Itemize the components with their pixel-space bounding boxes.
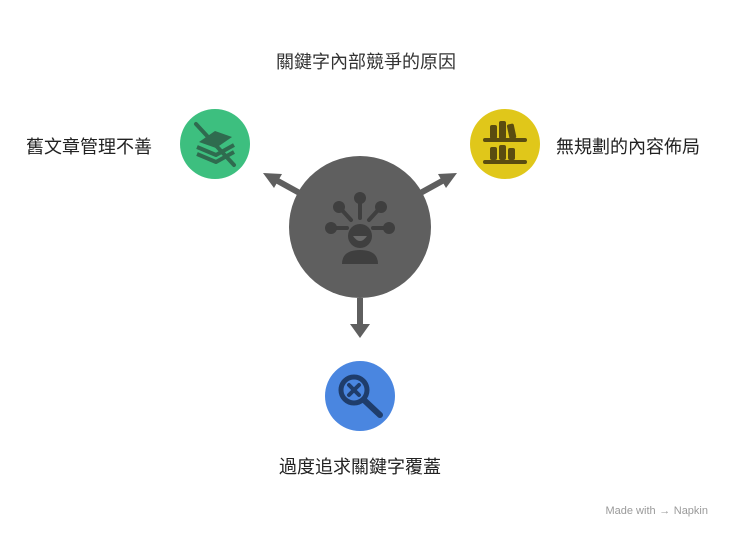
cause-right-label: 無規劃的內容佈局 [556, 137, 700, 158]
hub-circle [289, 156, 431, 298]
cause-bottom-circle [325, 361, 395, 431]
made-with-text: Made with [605, 505, 656, 517]
arrow-left-head [263, 173, 282, 188]
books-crossed-out-icon [194, 122, 236, 167]
napkin-brand-text: Napkin [673, 505, 708, 517]
magnifier-x-icon [338, 374, 383, 418]
bookshelf-icon [483, 121, 527, 164]
cause-left-label: 舊文章管理不善 [26, 137, 152, 158]
arrow-down-head [350, 324, 370, 338]
cause-right-circle [470, 109, 540, 179]
cause-left-circle [180, 109, 250, 179]
arrow-right-head [438, 173, 457, 188]
diagram-title: 關鍵字內部競爭的原因 [276, 52, 456, 73]
napkin-watermark: Made with → Napkin [605, 505, 708, 517]
napkin-logo-icon: → [659, 505, 671, 517]
people-network-icon [325, 192, 395, 264]
cause-bottom-label: 過度追求關鍵字覆蓋 [279, 457, 441, 478]
